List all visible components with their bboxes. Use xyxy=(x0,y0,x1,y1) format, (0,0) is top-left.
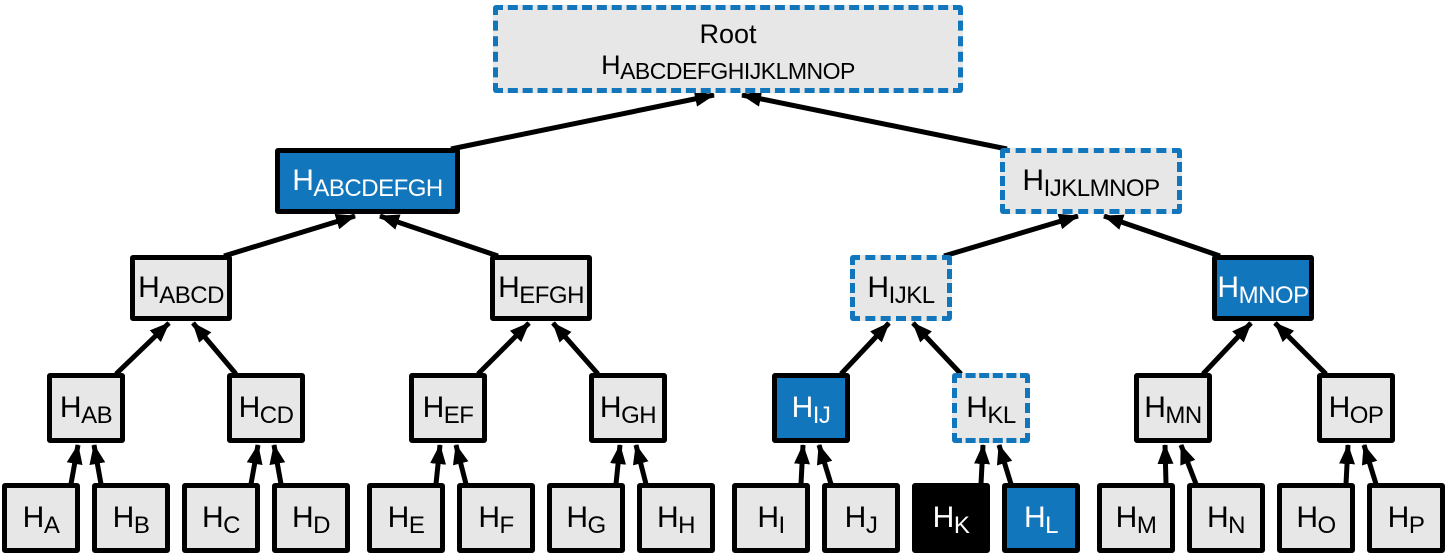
edge xyxy=(450,90,715,152)
edge xyxy=(66,444,83,485)
edge xyxy=(996,444,1014,485)
edge xyxy=(1339,444,1356,485)
edge xyxy=(839,321,891,376)
edge xyxy=(794,444,811,485)
edge xyxy=(430,444,447,485)
edge xyxy=(741,90,1008,152)
edge xyxy=(379,213,499,259)
root-title: Root xyxy=(699,18,757,49)
edge xyxy=(476,321,531,376)
edge xyxy=(610,444,627,485)
edge xyxy=(816,444,834,485)
edge xyxy=(1178,444,1199,485)
edge xyxy=(1361,444,1379,485)
edge xyxy=(943,213,1079,259)
edge xyxy=(911,321,963,376)
edge xyxy=(1201,321,1253,376)
edge xyxy=(1273,321,1328,376)
edge xyxy=(191,321,238,376)
edge xyxy=(551,321,600,376)
edge xyxy=(246,444,263,485)
edge xyxy=(269,444,286,485)
edge xyxy=(1157,444,1174,485)
edge xyxy=(223,213,356,259)
edge xyxy=(974,444,991,485)
edge xyxy=(632,444,649,485)
edge xyxy=(89,444,106,485)
edge xyxy=(1103,213,1221,259)
edge xyxy=(114,321,171,376)
edge xyxy=(452,444,469,485)
